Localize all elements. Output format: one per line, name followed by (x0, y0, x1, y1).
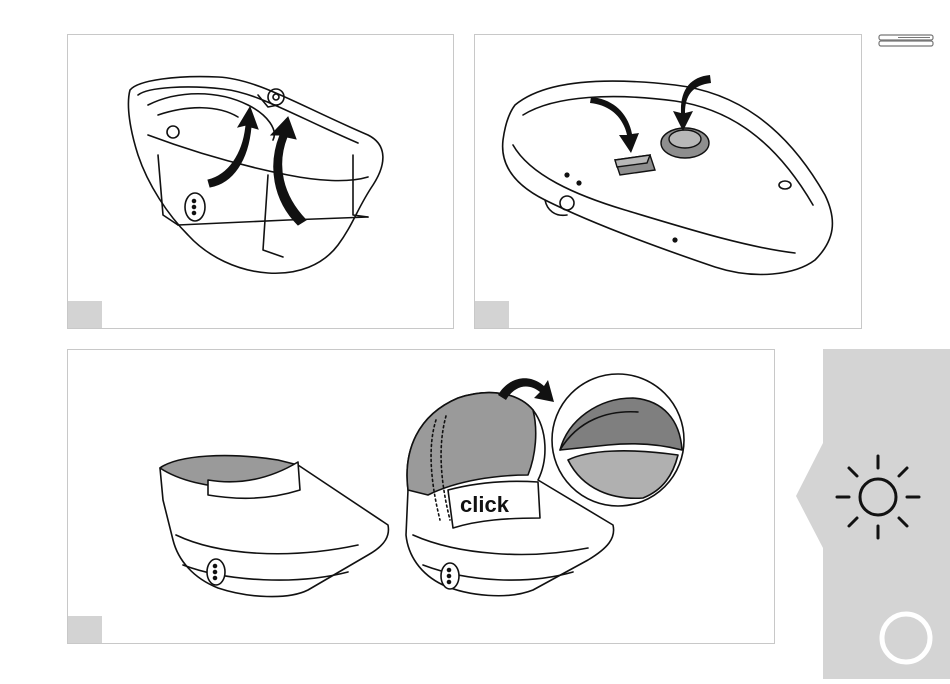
sun-icon (833, 452, 923, 547)
step-2-panel (474, 34, 862, 329)
step-number-box (68, 616, 102, 643)
side-tab (795, 348, 950, 684)
carrycot-hood-raise-illustration (68, 350, 775, 644)
rail-icon (878, 33, 934, 54)
click-callout: click (460, 492, 509, 518)
carrycot-attach-clips-illustration (475, 35, 862, 329)
carrycot-lift-frame-illustration (68, 35, 454, 329)
step-1-panel (67, 34, 454, 329)
step-number-box (68, 301, 102, 328)
step-number-box (475, 301, 509, 328)
step-3-panel: click (67, 349, 775, 644)
